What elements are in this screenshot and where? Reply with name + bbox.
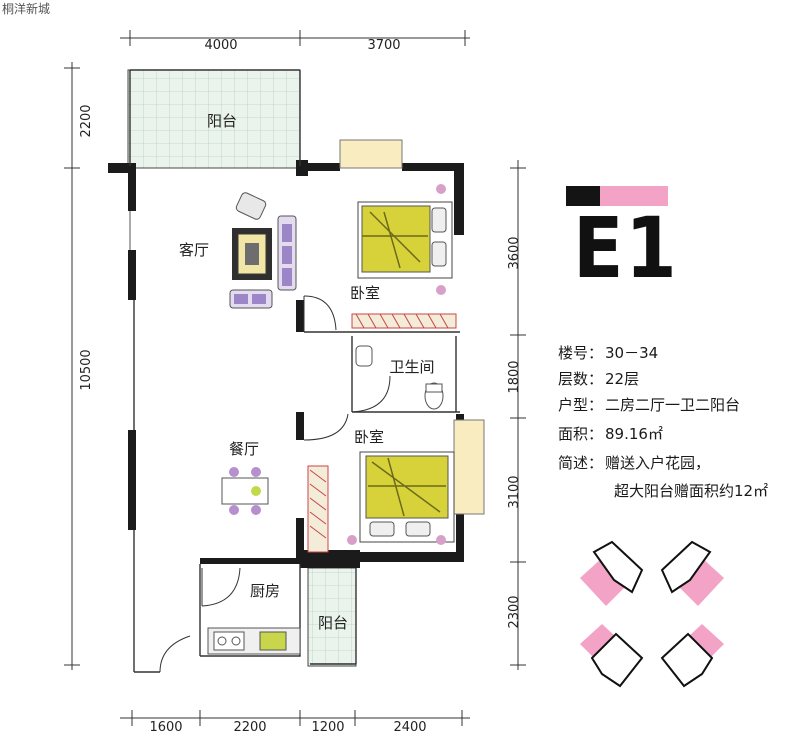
bedroom-2-window [453, 419, 485, 515]
info-area: 面积：89.16㎡ [558, 424, 663, 444]
info-type-label: 户型： [558, 396, 604, 414]
dim-right-3: 3100 [507, 475, 522, 508]
building-key-top-right [660, 540, 724, 606]
room-label-kitchen: 厨房 [250, 582, 280, 600]
unit-code: E1 [573, 199, 679, 297]
dim-bottom-1: 1600 [149, 720, 182, 735]
info-type-value: 二房二厅一卫二阳台 [605, 396, 741, 414]
sofa-set-icon [229, 192, 297, 309]
doors [159, 295, 391, 673]
info-note: 简述：赠送入户花园， [558, 453, 710, 473]
room-label-balcony-bottom: 阳台 [318, 614, 348, 632]
dim-right-4: 2300 [507, 595, 522, 628]
dim-right-2: 1800 [507, 360, 522, 393]
info-note-line-1: 赠送入户花园， [605, 454, 711, 472]
room-label-bathroom: 卫生间 [389, 358, 434, 376]
dim-bottom-3: 1200 [311, 720, 344, 735]
info-building-value: 30－34 [605, 344, 659, 362]
dim-left-1: 2200 [79, 104, 94, 137]
walls [108, 160, 464, 568]
info-floors-label: 层数： [558, 370, 604, 388]
dining-table-icon [221, 467, 269, 515]
room-label-living-room: 客厅 [179, 241, 209, 259]
unit-code-bar [566, 186, 668, 206]
info-floors-value: 22层 [605, 370, 640, 388]
unit-code-bar-pink [600, 186, 668, 206]
dim-top-1: 4000 [204, 38, 237, 53]
dim-top-2: 3700 [367, 38, 400, 53]
dim-bottom-2: 2200 [233, 720, 266, 735]
bed-2-icon [307, 451, 455, 553]
info-type: 户型：二房二厅一卫二阳台 [558, 395, 740, 415]
dim-right-1: 3600 [507, 236, 522, 269]
info-area-label: 面积： [558, 425, 604, 443]
unit-code-bar-dark [566, 186, 600, 206]
living-dining-floor [134, 172, 302, 672]
room-label-bedroom-1: 卧室 [350, 284, 380, 302]
info-floors: 层数：22层 [558, 369, 639, 389]
building-position-key-icon [580, 540, 724, 688]
bed-1-icon [351, 184, 457, 329]
dim-left-2: 10500 [79, 349, 94, 390]
room-label-dining-room: 餐厅 [229, 440, 259, 458]
room-label-balcony-top: 阳台 [207, 112, 237, 130]
room-label-bedroom-2: 卧室 [354, 428, 384, 446]
building-key-bottom-right [660, 624, 724, 688]
kitchen-counter-icon [207, 627, 301, 655]
info-note-label: 简述： [558, 454, 604, 472]
info-area-value: 89.16㎡ [605, 425, 663, 443]
info-building: 楼号：30－34 [558, 343, 658, 363]
bedroom-1-window [339, 139, 403, 169]
info-building-label: 楼号： [558, 344, 604, 362]
dim-bottom-4: 2400 [393, 720, 426, 735]
building-key-bottom-left [580, 624, 644, 688]
dimension-lines [64, 30, 526, 726]
building-key-top-left [580, 540, 644, 606]
balcony-top-floor [127, 69, 301, 169]
brand-name: 桐洋新城 [2, 2, 51, 16]
info-note-line-2: 超大阳台赠面积约12㎡ [614, 482, 769, 500]
bathroom-fixtures-icon [355, 345, 444, 410]
